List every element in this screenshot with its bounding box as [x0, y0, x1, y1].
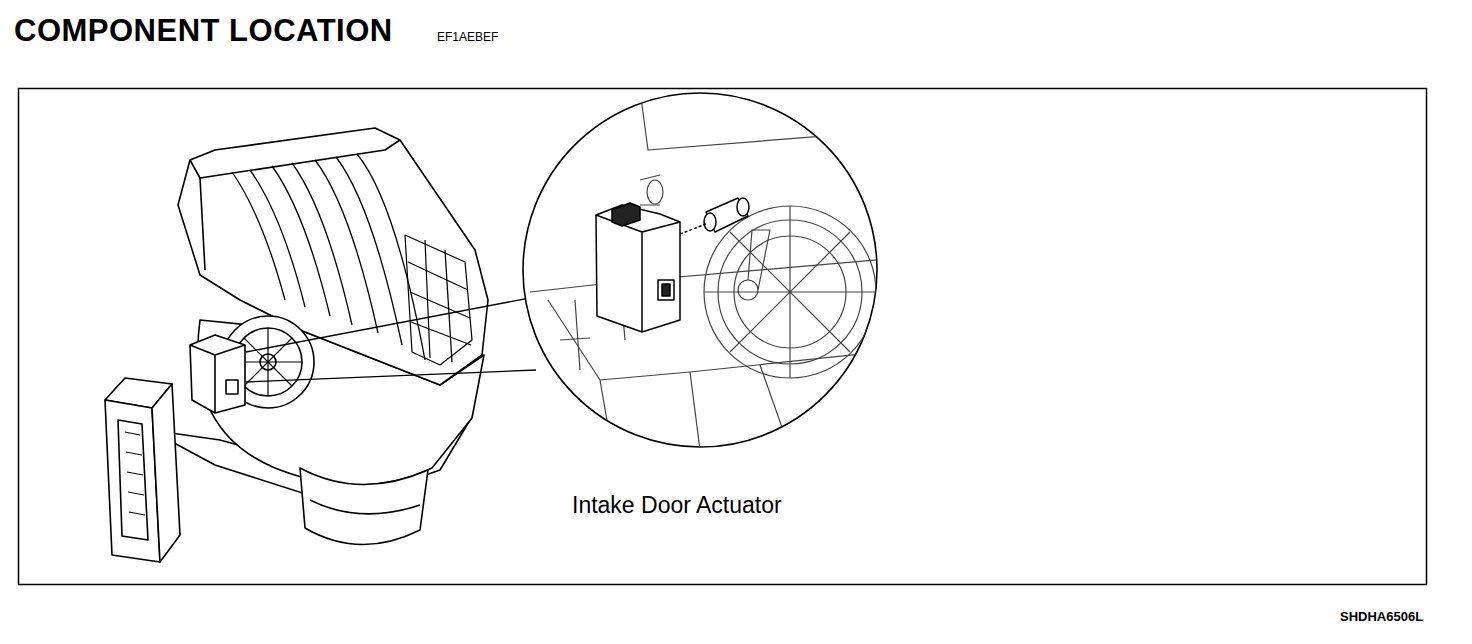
part-label-holder: Intake Door Actuator — [572, 492, 782, 518]
leader-line — [246, 296, 540, 382]
figure-frame — [19, 89, 1427, 585]
actuator-detail — [596, 205, 680, 332]
figure-code-holder: SHDHA6506L — [1340, 610, 1423, 625]
actuator-small — [190, 335, 245, 413]
section-code-holder: EF1AEBEF — [437, 31, 498, 45]
section-code: EF1AEBEF — [437, 31, 498, 45]
detail-view — [523, 90, 900, 450]
page-title: COMPONENT LOCATION — [14, 13, 393, 49]
part-label: Intake Door Actuator — [572, 492, 782, 518]
blower-unit — [105, 128, 488, 562]
blower-motor — [300, 468, 428, 545]
page-title-holder: COMPONENT LOCATION — [14, 13, 393, 49]
figure-code: SHDHA6506L — [1340, 610, 1423, 625]
